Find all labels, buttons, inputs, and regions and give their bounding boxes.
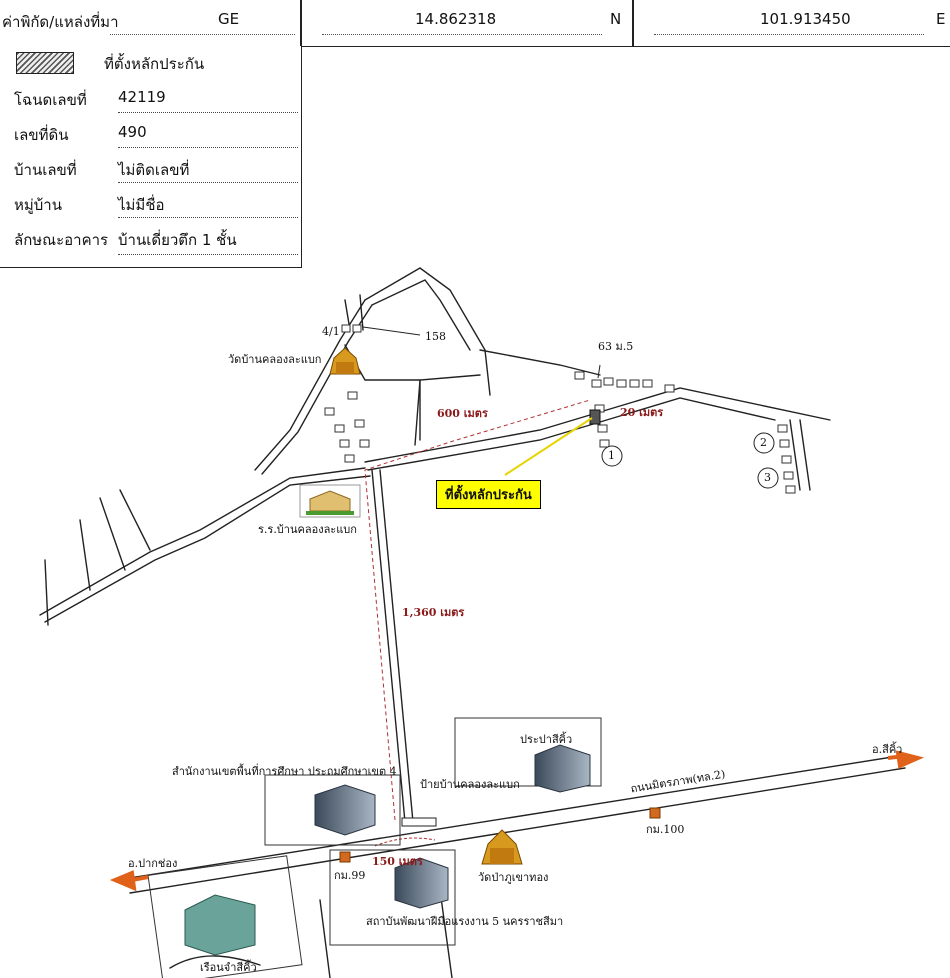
source-value: GE (218, 10, 240, 28)
km99-marker (339, 851, 351, 863)
temple-bottom-label: วัดป่าภูเขาทอง (478, 871, 549, 884)
km100-label: กม.100 (646, 823, 685, 836)
longitude-unit: E (936, 10, 946, 28)
marker-3-icon (757, 467, 779, 489)
house-number-value: ไม่ติดเลขที่ (118, 161, 190, 179)
village-label: หมู่บ้าน (14, 196, 62, 214)
coordinate-bar: ค่าพิกัด/แหล่งที่มา GE 14.862318 N 101.9… (0, 0, 950, 47)
distance-600-label: 600 เมตร (437, 407, 488, 420)
to-pakchong-label: อ.ปากช่อง (128, 857, 178, 870)
building-icon (314, 784, 376, 836)
distance-20-label: 20 เมตร (620, 406, 664, 419)
latitude-unit: N (610, 10, 622, 28)
village-sign-label: ป้ายบ้านคลองละแบก (420, 778, 520, 791)
distance-150-label: 150 เมตร (372, 855, 423, 868)
latitude-value: 14.862318 (415, 10, 497, 28)
edu-office-label: สำนักงานเขตพื้นที่การศึกษา ประถมศึกษาเขต… (172, 765, 397, 778)
house-158-label: 158 (425, 330, 446, 343)
property-info-panel: ที่ตั้งหลักประกัน โฉนดเลขที่ 42119 เลขที… (0, 46, 302, 268)
temple-top-label: วัดบ้านคลองละแบก (228, 353, 322, 366)
distance-1360-label: 1,360 เมตร (402, 606, 465, 619)
longitude-value: 101.913450 (760, 10, 851, 28)
collateral-plot-marker (589, 409, 601, 425)
marker-2-icon (753, 432, 775, 454)
building-type-value: บ้านเดี่ยวตึก 1 ชั้น (118, 231, 237, 249)
house-number-label: บ้านเลขที่ (14, 161, 77, 179)
temple-icon (481, 829, 523, 865)
deed-number-value: 42119 (118, 88, 166, 106)
building-icon (534, 744, 591, 793)
land-number-value: 490 (118, 123, 147, 141)
institute-frame (329, 849, 456, 946)
prison-label: เรือนจำสีคิ้ว (200, 961, 257, 974)
land-number-label: เลขที่ดิน (14, 126, 69, 144)
house-4-1-label: 4/1 (322, 325, 340, 338)
village-road-east (364, 387, 831, 463)
highway-road (129, 754, 906, 879)
source-label: ค่าพิกัด/แหล่งที่มา (2, 13, 119, 31)
collateral-legend-swatch (16, 52, 74, 74)
temple-icon (329, 347, 361, 375)
collateral-legend-label: ที่ตั้งหลักประกัน (104, 55, 205, 73)
waterworks-label: ประปาสีคิ้ว (520, 733, 573, 746)
building-icon (394, 857, 449, 909)
house-63-label: 63 ม.5 (598, 340, 634, 353)
route-line (364, 399, 591, 821)
to-sikhio-label: อ.สีคิ้ว (872, 743, 903, 756)
prison-frame (147, 855, 303, 978)
waterworks-frame (454, 717, 602, 787)
arrow-sikhio-icon (887, 750, 925, 769)
institute-label: สถาบันพัฒนาฝีมือแรงงาน 5 นครราชสีมา (366, 915, 564, 928)
building-type-label: ลักษณะอาคาร (14, 231, 109, 249)
marker-1-label: 1 (608, 449, 615, 462)
collateral-callout: ที่ตั้งหลักประกัน (436, 480, 541, 509)
marker-1-icon (601, 445, 623, 467)
warehouse-icon (184, 894, 256, 956)
km100-marker (649, 807, 661, 819)
village-sign-icon (401, 817, 437, 827)
soi-road (371, 469, 406, 823)
km99-label: กม.99 (334, 869, 366, 882)
marker-3-label: 3 (764, 471, 771, 484)
school-label: ร.ร.บ้านคลองละแบก (258, 523, 357, 536)
marker-2-label: 2 (760, 436, 767, 449)
arrow-pakchong-icon (109, 870, 149, 892)
village-value: ไม่มีชื่อ (118, 196, 165, 214)
edu-office-frame (264, 774, 401, 846)
school-icon (299, 484, 361, 518)
deed-number-label: โฉนดเลขที่ (14, 91, 87, 109)
